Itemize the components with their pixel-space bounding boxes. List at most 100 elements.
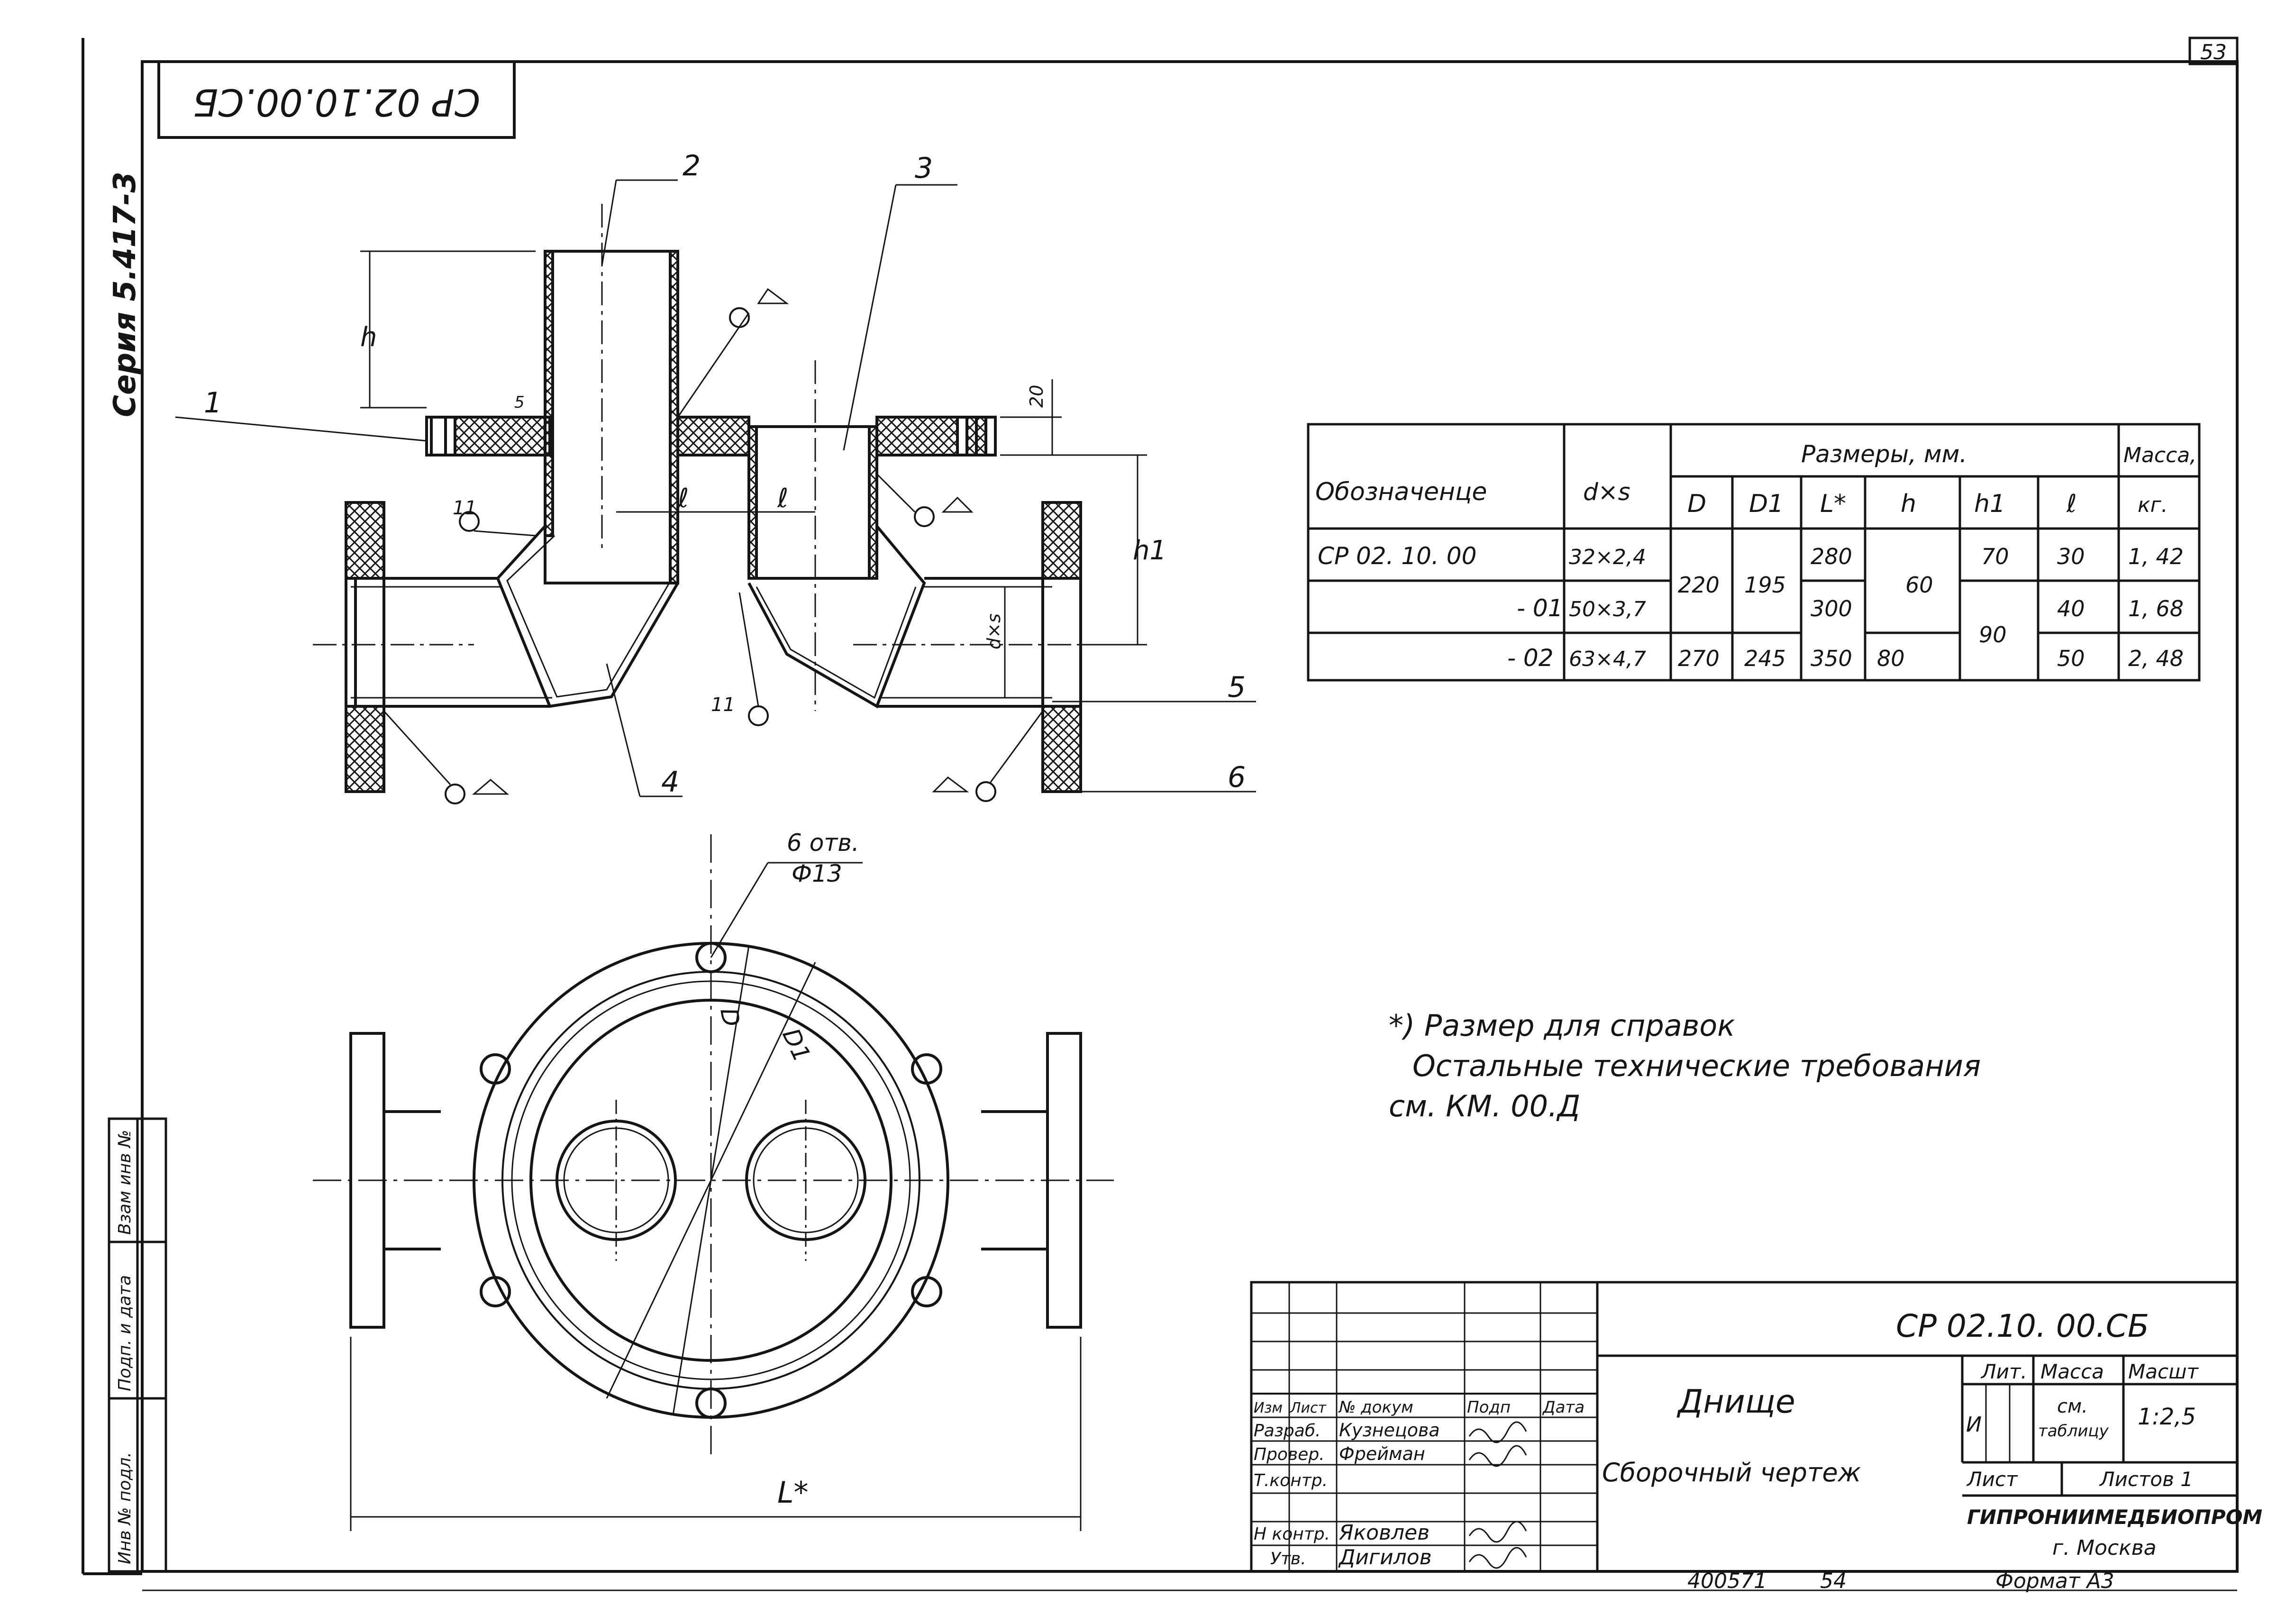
dim-h: h bbox=[360, 322, 377, 353]
callout-6: 6 bbox=[1228, 761, 1246, 794]
row1-name: - 01 bbox=[1517, 594, 1563, 622]
dim-D: D bbox=[715, 1006, 745, 1029]
row2-D: 270 bbox=[1678, 646, 1720, 671]
footer-num: 54 bbox=[1820, 1569, 1847, 1593]
mass-value-2: таблицу bbox=[2038, 1422, 2109, 1441]
plan-labels: 6 отв. Ф13 D D1 L* bbox=[715, 829, 859, 1510]
name-4: Яковлев bbox=[1339, 1521, 1430, 1545]
doc-code: СР 02.10. 00.СБ bbox=[1896, 1308, 2149, 1344]
holes-count: 6 отв. bbox=[787, 829, 859, 857]
title-block bbox=[1250, 1281, 2239, 1573]
callout-3: 3 bbox=[915, 152, 933, 185]
doc-subtitle: Сборочный чертеж bbox=[1602, 1458, 1861, 1487]
row2-name: - 02 bbox=[1507, 644, 1554, 672]
side-stamp-3: Взам инв № bbox=[115, 1130, 135, 1235]
footer-inv: 400571 bbox=[1687, 1569, 1767, 1593]
role-1: Разраб. bbox=[1254, 1421, 1321, 1441]
signature-3 bbox=[1468, 1521, 1527, 1543]
weld-ref-2: 11 bbox=[711, 694, 735, 716]
size-table-text: Обозначенце d×s Размеры, мм. Масса, кг. … bbox=[1315, 440, 2196, 672]
org-city: г. Москва bbox=[2052, 1536, 2157, 1560]
mass-label: Масса bbox=[2040, 1360, 2104, 1383]
th-D1: D1 bbox=[1749, 490, 1784, 518]
dim-dxs: d×s bbox=[984, 613, 1004, 649]
notes: *) Размер для справок Остальные техничес… bbox=[1389, 1008, 1981, 1123]
side-stamp-2: Подп. и дата bbox=[115, 1275, 135, 1391]
sheets-label: Листов 1 bbox=[2099, 1468, 2193, 1491]
callout-2: 2 bbox=[683, 149, 701, 182]
hdr-date: Дата bbox=[1542, 1398, 1585, 1417]
stamp-box bbox=[157, 60, 516, 139]
hdr-list: Лист bbox=[1290, 1400, 1327, 1416]
page-number: 53 bbox=[2200, 40, 2227, 64]
section-view bbox=[175, 179, 1256, 804]
dim-l-right: ℓ bbox=[777, 483, 788, 514]
role-3: Т.контр. bbox=[1254, 1471, 1328, 1490]
mass-value-1: см. bbox=[2057, 1396, 2088, 1417]
th-mass-unit: кг. bbox=[2138, 493, 2168, 517]
row2-l: 50 bbox=[2057, 646, 2085, 671]
scale-value: 1:2,5 bbox=[2138, 1404, 2196, 1430]
signature-4 bbox=[1468, 1547, 1527, 1569]
role-2: Провер. bbox=[1254, 1445, 1325, 1464]
weld-ref-1: 11 bbox=[453, 497, 477, 519]
dim-s: 5 bbox=[514, 393, 525, 412]
holes-dia: Ф13 bbox=[792, 860, 842, 887]
row0-L: 280 bbox=[1811, 544, 1852, 569]
name-5: Дигилов bbox=[1338, 1545, 1432, 1569]
row1-dxs: 50×3,7 bbox=[1569, 597, 1646, 621]
row2-D1: 245 bbox=[1744, 646, 1786, 671]
sheet-label: Лист bbox=[1966, 1468, 2018, 1491]
merged-h1: 90 bbox=[1979, 622, 2007, 648]
th-sizes: Размеры, мм. bbox=[1801, 440, 1967, 468]
row2-h: 80 bbox=[1877, 646, 1905, 671]
sheet-frame bbox=[82, 38, 2239, 1591]
row1-L: 300 bbox=[1811, 596, 1852, 621]
title-block-text: СР 02.10. 00.СБ Днище Сборочный чертеж Л… bbox=[1254, 1308, 2262, 1569]
scale-label: Масшт bbox=[2128, 1360, 2199, 1383]
signature-1 bbox=[1468, 1421, 1527, 1443]
th-h: h bbox=[1901, 490, 1916, 518]
side-stamp-1: Инв № подл. bbox=[115, 1452, 135, 1564]
row0-h1: 70 bbox=[1981, 544, 2009, 569]
side-stamp bbox=[108, 1117, 167, 1573]
stamp-code: СР 02.10.00.СБ bbox=[193, 81, 480, 123]
row1-l: 40 bbox=[2057, 596, 2085, 621]
dim-20: 20 bbox=[1026, 385, 1047, 408]
merged-h: 60 bbox=[1905, 572, 1933, 598]
th-dxs: d×s bbox=[1583, 478, 1630, 506]
lit-value: И bbox=[1966, 1413, 1982, 1437]
signature-2 bbox=[1468, 1445, 1527, 1467]
doc-title: Днище bbox=[1676, 1383, 1795, 1421]
page-number-box bbox=[2188, 36, 2239, 65]
dim-l-left: ℓ bbox=[677, 483, 689, 514]
dim-h1: h1 bbox=[1133, 535, 1166, 566]
note-1: *) Размер для справок bbox=[1389, 1008, 1735, 1043]
name-2: Фрейман bbox=[1339, 1443, 1425, 1464]
role-4: Н контр. bbox=[1254, 1524, 1330, 1544]
row0-name: СР 02. 10. 00 bbox=[1318, 542, 1476, 570]
row0-dxs: 32×2,4 bbox=[1569, 545, 1646, 569]
hdr-izm: Изм bbox=[1254, 1400, 1283, 1416]
row2-L: 350 bbox=[1811, 646, 1852, 671]
th-name: Обозначенце bbox=[1315, 478, 1487, 506]
section-labels: 1 2 3 4 5 6 h h1 ℓ ℓ 5 20 d×s 11 11 bbox=[204, 149, 1246, 799]
th-D: D bbox=[1687, 490, 1706, 518]
hdr-sign: Подп bbox=[1467, 1398, 1511, 1417]
org-name: ГИПРОНИИМЕДБИОПРОМ bbox=[1967, 1505, 2262, 1529]
note-2: Остальные технические требования bbox=[1412, 1049, 1981, 1083]
row0-l: 30 bbox=[2057, 544, 2085, 569]
th-h1: h1 bbox=[1974, 490, 2005, 518]
th-L: L* bbox=[1820, 490, 1846, 518]
callout-4: 4 bbox=[661, 766, 679, 799]
dim-L: L* bbox=[777, 1475, 809, 1510]
callout-1: 1 bbox=[204, 386, 222, 420]
hdr-doc: № докум bbox=[1338, 1398, 1413, 1417]
merged-D1: 195 bbox=[1744, 572, 1786, 598]
plan-view bbox=[313, 834, 1114, 1531]
th-mass: Масса, bbox=[2123, 443, 2196, 467]
role-5: Утв. bbox=[1270, 1549, 1306, 1569]
footer-format: Формат А3 bbox=[1995, 1569, 2114, 1593]
th-l: ℓ bbox=[2066, 490, 2076, 518]
